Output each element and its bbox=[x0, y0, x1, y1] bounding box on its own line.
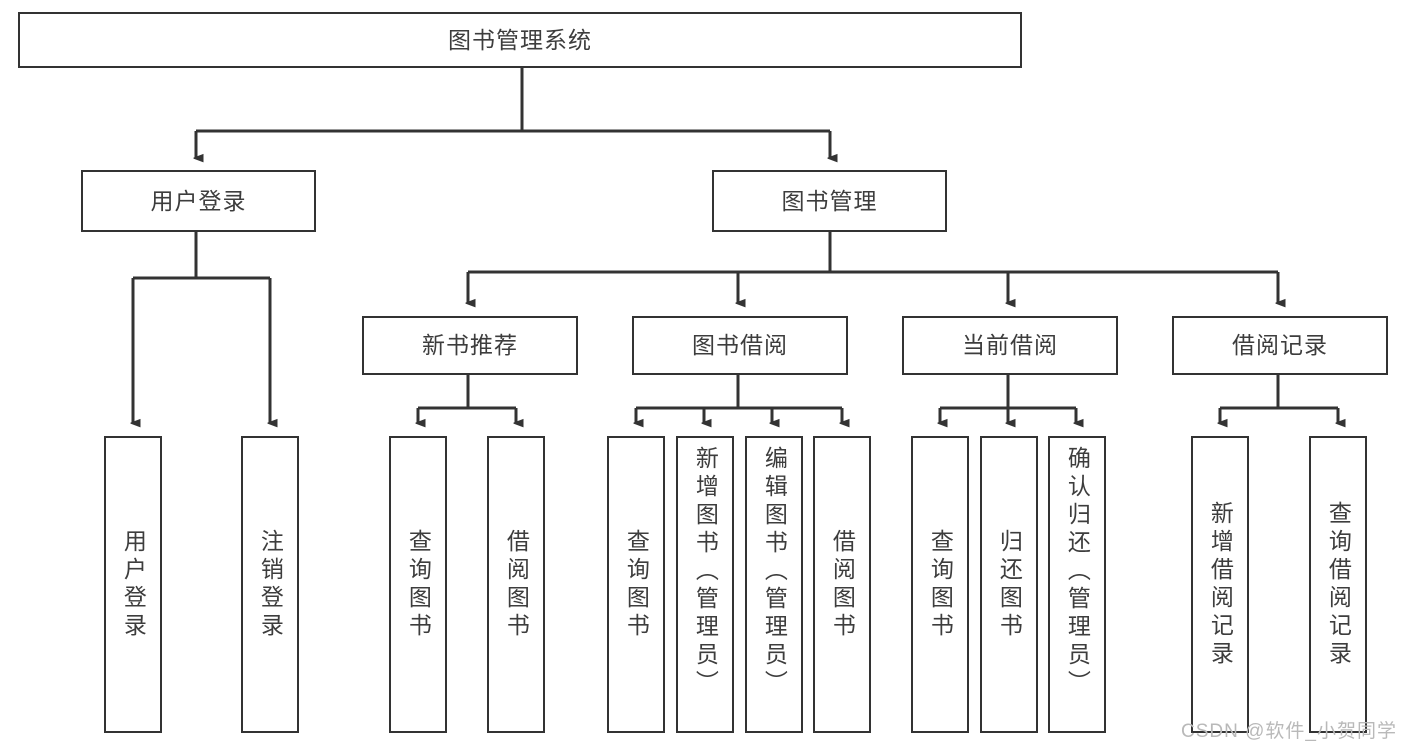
leaf-borrow-borrow-book[interactable]: 借阅图书 bbox=[813, 436, 871, 733]
leaf-current-return-book[interactable]: 归还图书 bbox=[980, 436, 1038, 733]
leaf-label: 查询图书 bbox=[927, 528, 954, 641]
node-label: 借阅记录 bbox=[1232, 332, 1328, 359]
leaf-recommend-query-book[interactable]: 查询图书 bbox=[389, 436, 447, 733]
leaf-label: 用户登录 bbox=[120, 528, 147, 641]
leaf-current-query-book[interactable]: 查询图书 bbox=[911, 436, 969, 733]
leaf-user-logout[interactable]: 注销登录 bbox=[241, 436, 299, 733]
leaf-label: 查询图书 bbox=[623, 528, 650, 641]
leaf-label: 查询借阅记录 bbox=[1325, 500, 1352, 669]
node-label: 图书管理 bbox=[781, 187, 878, 214]
node-root-system[interactable]: 图书管理系统 bbox=[18, 12, 1022, 68]
leaf-label: 借阅图书 bbox=[503, 528, 530, 641]
leaf-label: 归还图书 bbox=[996, 528, 1023, 641]
leaf-recommend-borrow-book[interactable]: 借阅图书 bbox=[487, 436, 545, 733]
leaf-label: 新增图书（管理员） bbox=[692, 446, 719, 698]
node-label: 新书推荐 bbox=[422, 332, 518, 359]
node-book-borrow[interactable]: 图书借阅 bbox=[632, 316, 848, 375]
leaf-label: 查询图书 bbox=[405, 528, 432, 641]
leaf-label: 编辑图书（管理员） bbox=[761, 446, 788, 698]
node-book-management[interactable]: 图书管理 bbox=[712, 170, 947, 232]
leaf-borrow-edit-book-admin[interactable]: 编辑图书（管理员） bbox=[745, 436, 803, 733]
node-label: 当前借阅 bbox=[962, 332, 1058, 359]
leaf-label: 新增借阅记录 bbox=[1207, 500, 1234, 669]
csdn-watermark: CSDN @软件_小贺同学 bbox=[1181, 721, 1397, 742]
leaf-user-login[interactable]: 用户登录 bbox=[104, 436, 162, 733]
node-current-borrow[interactable]: 当前借阅 bbox=[902, 316, 1118, 375]
node-label: 图书管理系统 bbox=[448, 26, 592, 53]
leaf-current-confirm-return-admin[interactable]: 确认归还（管理员） bbox=[1048, 436, 1106, 733]
node-user-login[interactable]: 用户登录 bbox=[81, 170, 316, 232]
node-label: 用户登录 bbox=[150, 187, 247, 214]
leaf-record-add-record[interactable]: 新增借阅记录 bbox=[1191, 436, 1249, 733]
node-borrow-record[interactable]: 借阅记录 bbox=[1172, 316, 1388, 375]
leaf-borrow-add-book-admin[interactable]: 新增图书（管理员） bbox=[676, 436, 734, 733]
leaf-borrow-query-book[interactable]: 查询图书 bbox=[607, 436, 665, 733]
node-label: 图书借阅 bbox=[692, 332, 788, 359]
leaf-label: 注销登录 bbox=[257, 528, 284, 641]
leaf-label: 借阅图书 bbox=[829, 528, 856, 641]
leaf-label: 确认归还（管理员） bbox=[1064, 446, 1091, 698]
node-new-book-recommend[interactable]: 新书推荐 bbox=[362, 316, 578, 375]
leaf-record-query-record[interactable]: 查询借阅记录 bbox=[1309, 436, 1367, 733]
